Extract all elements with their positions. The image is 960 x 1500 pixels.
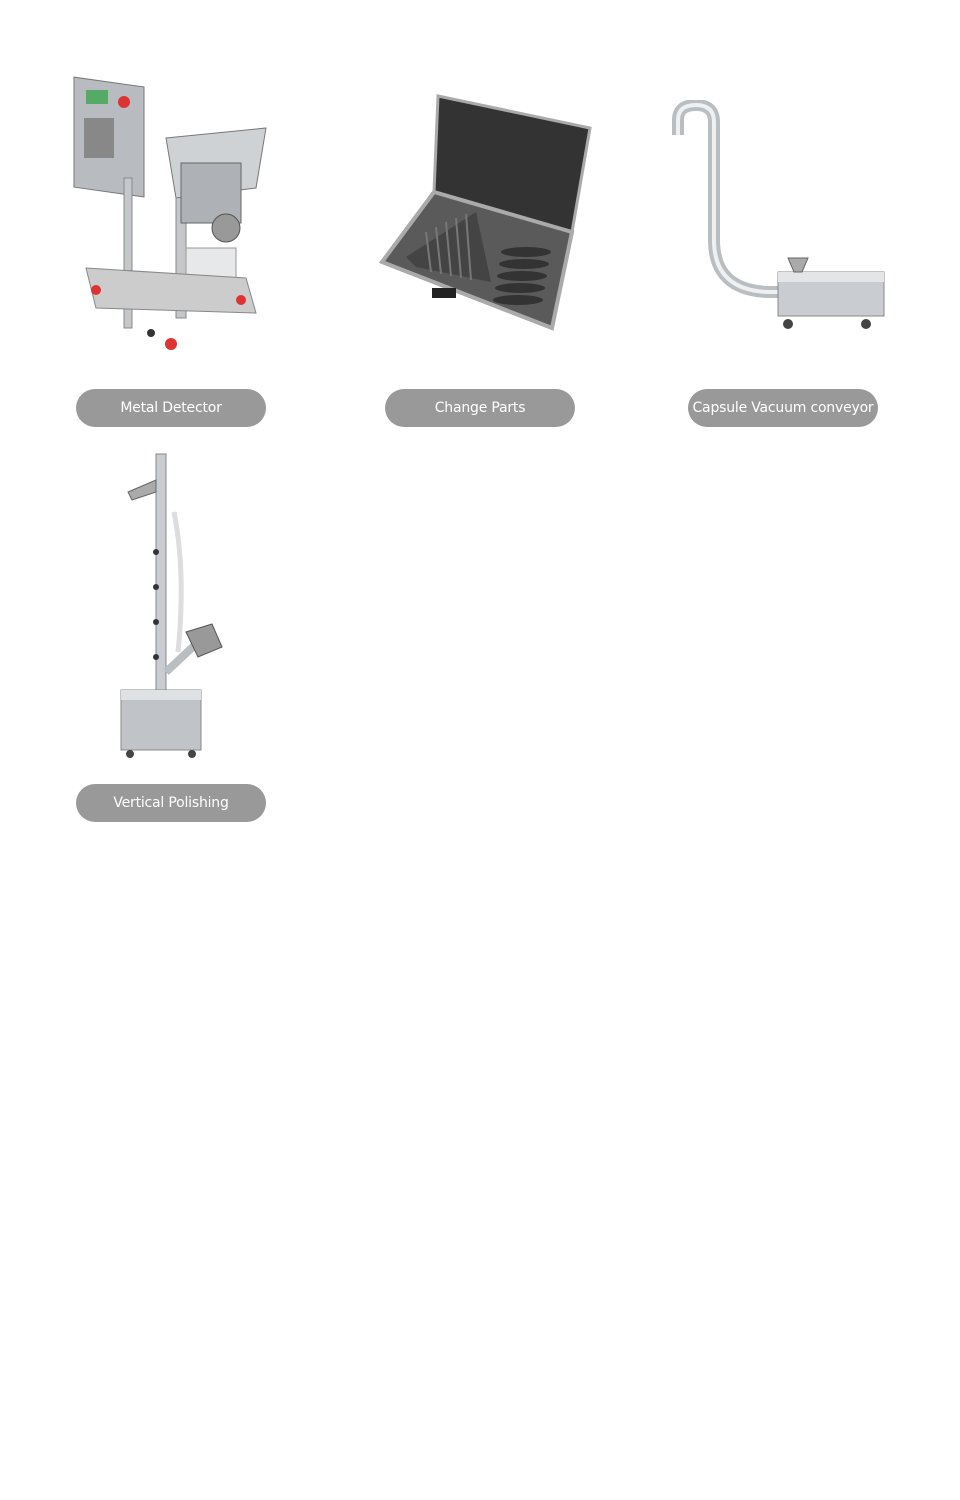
metal-detector-button[interactable]: Metal Detector (76, 389, 266, 427)
vertical-polishing-button[interactable]: Vertical Polishing (76, 784, 266, 822)
change-parts-button[interactable]: Change Parts (385, 389, 575, 427)
vertical-polishing-image[interactable] (116, 452, 226, 764)
capsule-vacuum-conveyor-image[interactable] (668, 100, 893, 340)
metal-detector-image[interactable] (66, 68, 276, 358)
change-parts-image[interactable] (376, 92, 596, 342)
capsule-vacuum-conveyor-button[interactable]: Capsule Vacuum conveyor (688, 389, 878, 427)
